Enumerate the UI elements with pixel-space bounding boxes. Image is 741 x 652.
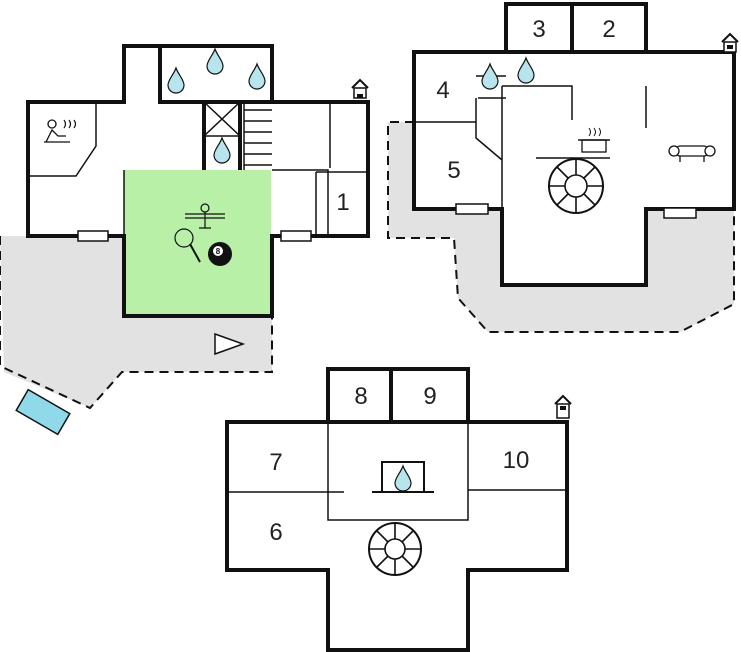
fireplace-icon [372, 461, 434, 493]
sauna-icon [44, 119, 77, 143]
room-9-label: 9 [423, 383, 436, 410]
room-7-label: 7 [269, 449, 282, 476]
room-2-label: 2 [602, 16, 615, 43]
billiard-ball-icon: 8 [208, 242, 232, 266]
floor-upper: 8 9 7 10 6 [225, 367, 572, 652]
foosball-icon [185, 203, 225, 229]
room-8-label: 8 [354, 383, 367, 410]
room-10-label: 10 [503, 447, 530, 474]
water-drop-icon [481, 62, 499, 90]
wood-stove-icon [368, 522, 422, 576]
house-level-icon [554, 394, 572, 419]
water-drop-icon [394, 464, 412, 492]
cooking-pot-icon [578, 127, 610, 153]
floor-ground: 3 2 4 5 [387, 2, 739, 333]
room-6-label: 6 [269, 519, 282, 546]
room-3-label: 3 [532, 16, 545, 43]
house-level-icon [351, 78, 369, 99]
water-drop-icon [248, 62, 266, 90]
direction-marker [214, 332, 246, 356]
stairs-basement [243, 102, 272, 170]
window [77, 230, 109, 242]
room-4-label: 4 [436, 77, 449, 104]
terrace-right-outline [387, 121, 735, 333]
terrace-left [0, 236, 272, 408]
window [663, 207, 697, 219]
window [280, 230, 312, 242]
water-drop-icon [206, 47, 224, 75]
house-level-icon [721, 32, 739, 53]
room-5-label: 5 [447, 157, 460, 184]
pool-icon [15, 388, 71, 436]
billiard-number: 8 [216, 247, 221, 256]
window [455, 203, 489, 215]
ping-pong-icon [174, 228, 201, 263]
walls-upper [225, 367, 569, 652]
terrace-left-outline [0, 236, 273, 410]
water-drop-icon [213, 136, 231, 164]
floor-basement: 8 1 [0, 44, 370, 436]
wood-stove-icon [548, 158, 604, 214]
room-1-label: 1 [336, 189, 349, 216]
water-drop-icon [167, 66, 185, 94]
water-drop-icon [517, 56, 535, 84]
activity-room [124, 170, 271, 316]
sofa-icon [668, 145, 716, 162]
